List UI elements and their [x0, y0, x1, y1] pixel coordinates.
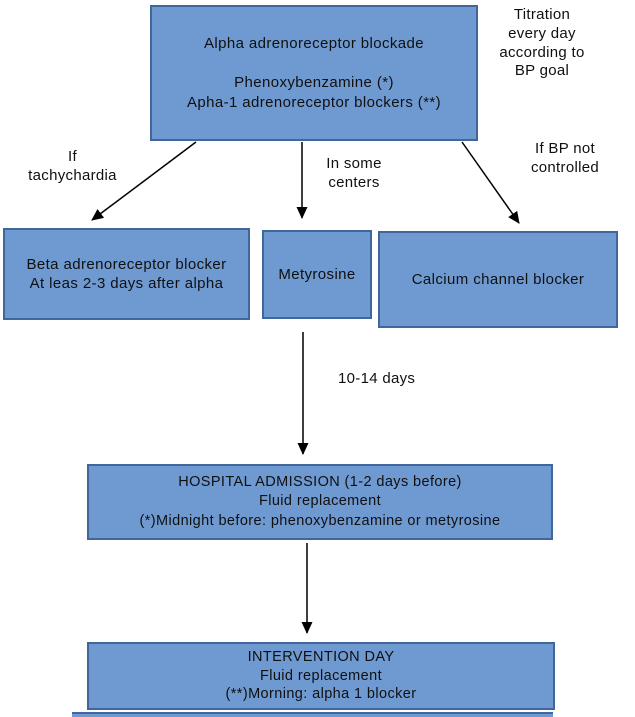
node-metyrosine: Metyrosine: [262, 230, 372, 319]
edge-label-in-some-centers: In some centers: [326, 155, 382, 191]
note-titration: Titration every day according to BP goal: [499, 6, 585, 80]
node-alpha-blockade: Alpha adrenoreceptor blockade Phenoxyben…: [150, 5, 478, 141]
node-hospital-admission: HOSPITAL ADMISSION (1-2 days before) Flu…: [87, 464, 553, 540]
node-bottom-partial: [72, 712, 553, 717]
edge-label-if-tachychardia: If tachychardia: [28, 148, 117, 184]
edge-label-if-bp-not-controlled: If BP not controlled: [530, 140, 600, 176]
node-beta-blocker: Beta adrenoreceptor blocker At leas 2-3 …: [3, 228, 250, 320]
node-calcium-channel-blocker: Calcium channel blocker: [378, 231, 618, 328]
edge-label-duration: 10-14 days: [338, 370, 416, 387]
arrow-top-to-calcium: [461, 141, 520, 224]
node-intervention-day: INTERVENTION DAY Fluid replacement (**)M…: [87, 642, 555, 710]
